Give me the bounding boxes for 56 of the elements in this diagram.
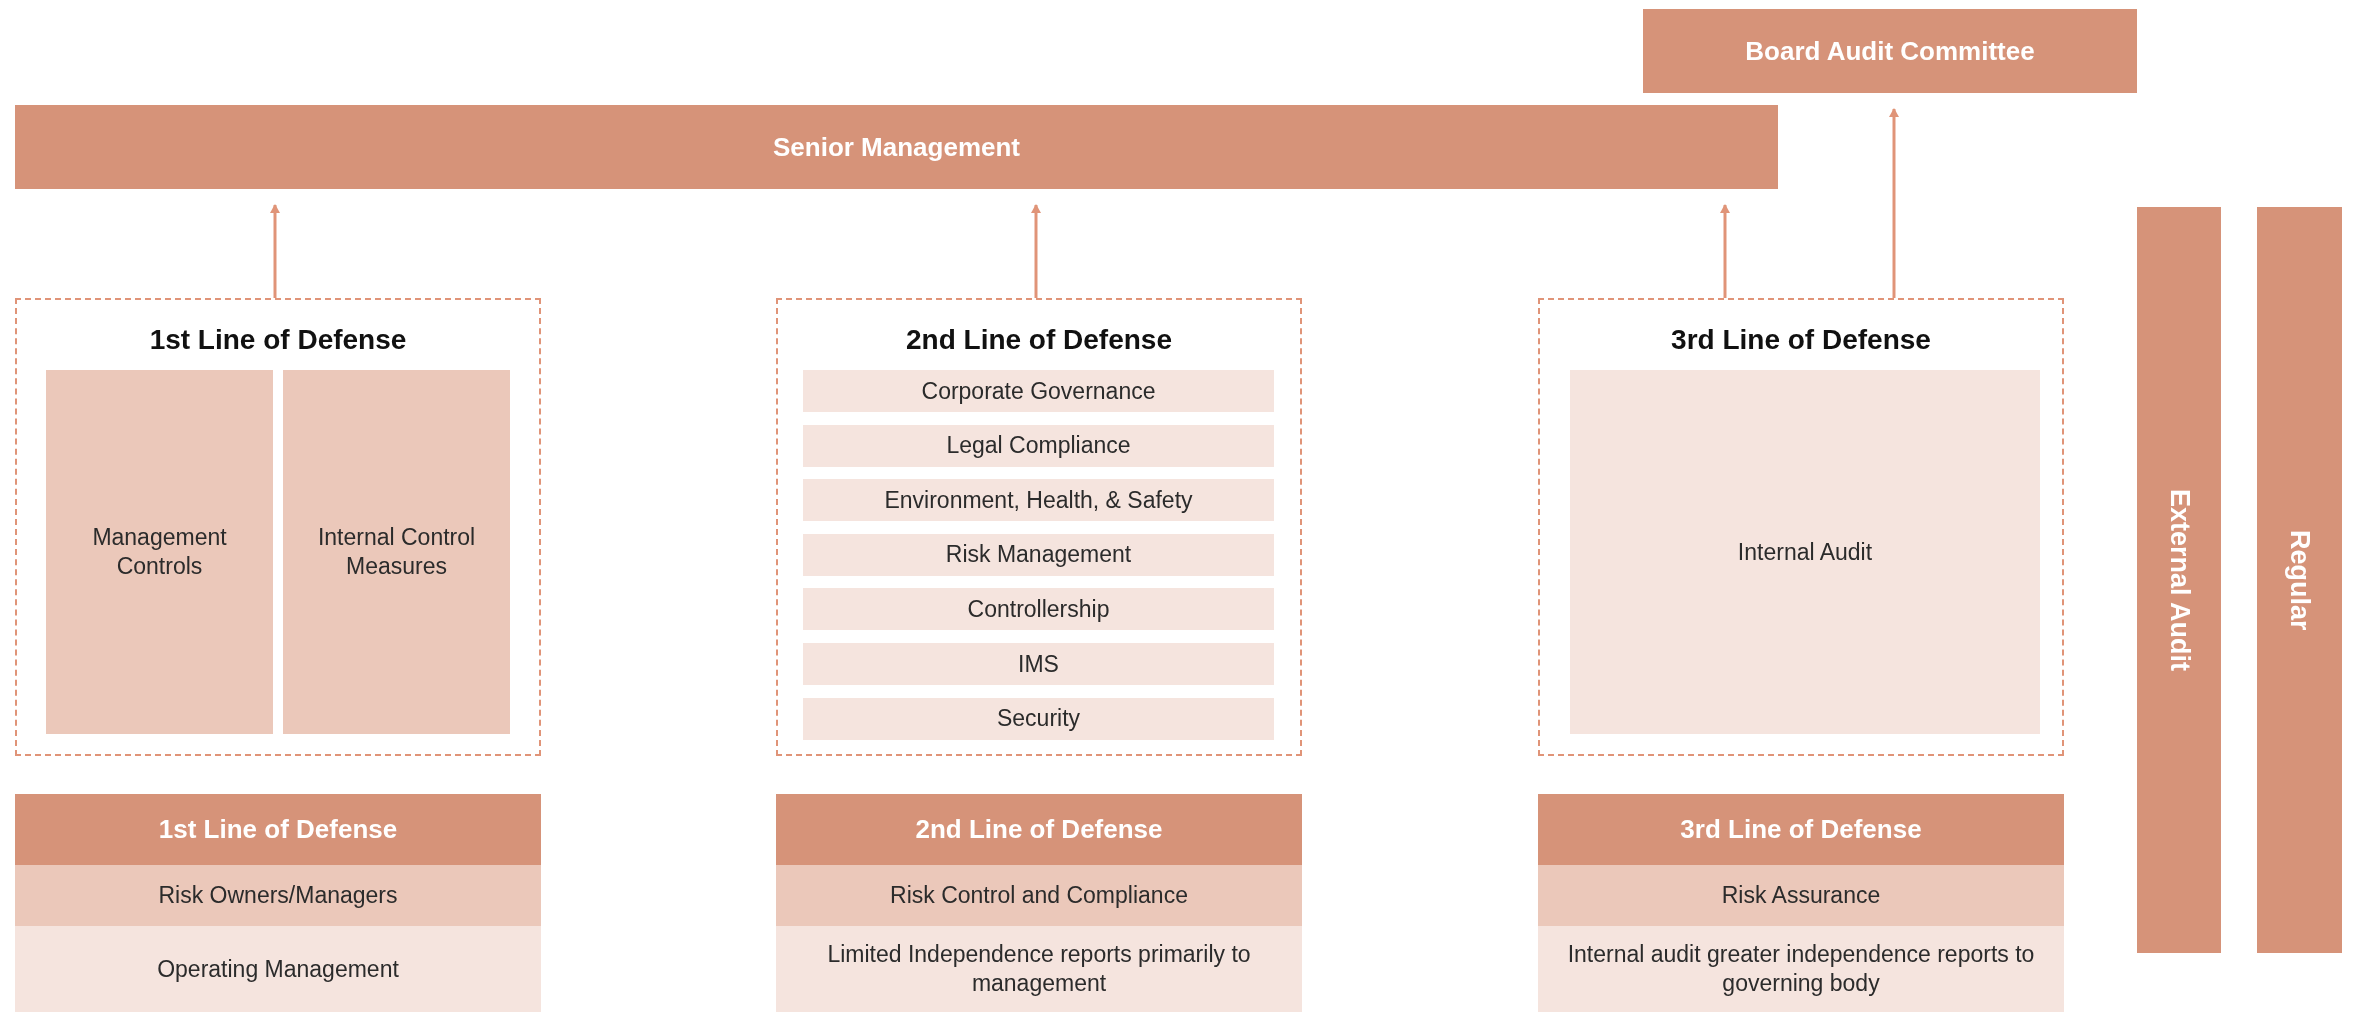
content-box: [803, 370, 1274, 412]
vertical-bar: [2257, 207, 2342, 953]
box-label: Security: [995, 704, 1082, 733]
box-label: Corporate Governance: [920, 376, 1157, 406]
group-heading: 2nd Line of Defense: [904, 323, 1173, 357]
box-label: Operating Management: [156, 954, 400, 984]
box-label: External Audit: [2163, 489, 2196, 671]
box-label: Internal Audit: [1736, 537, 1874, 567]
box-label: 3rd Line of Defense: [1679, 813, 1923, 846]
box-label: Risk Control and Compliance: [889, 881, 1189, 910]
arrow: [1031, 204, 1041, 298]
arrow: [270, 204, 280, 298]
group-heading: 3rd Line of Defense: [1670, 323, 1932, 357]
header-bar: [15, 105, 1778, 189]
box-label: Board Audit Committee: [1744, 34, 2036, 68]
content-box: [803, 588, 1274, 631]
content-box: [803, 697, 1274, 740]
content-box: [803, 643, 1274, 685]
dashed-group-frame: [15, 298, 541, 756]
group-heading: 1st Line of Defense: [148, 323, 408, 357]
box-label: Legal Compliance: [945, 431, 1132, 460]
content-box: [776, 926, 1302, 1012]
content-box: [15, 865, 541, 926]
content-box: [1538, 865, 2064, 926]
arrow: [1720, 204, 1730, 298]
header-bar: [15, 794, 541, 865]
content-box: [803, 479, 1274, 522]
box-label: Risk Assurance: [1720, 881, 1882, 910]
box-label: Risk Management: [944, 540, 1133, 570]
vertical-bar: [2137, 207, 2221, 953]
content-box: [1570, 370, 2040, 734]
box-label: 1st Line of Defense: [157, 813, 399, 846]
box-label: 2nd Line of Defense: [914, 813, 1164, 846]
box-label: Environment, Health, & Safety: [883, 485, 1194, 515]
content-box: [803, 533, 1274, 576]
header-bar: [1643, 9, 2137, 93]
content-box: [776, 865, 1302, 926]
dashed-group-frame: [776, 298, 1302, 756]
box-label: Management Controls: [91, 523, 228, 581]
box-label: Internal audit greater independence reports to governing body: [1566, 940, 2036, 998]
box-label: IMS: [1017, 649, 1060, 679]
content-box: [283, 370, 510, 734]
header-bar: [776, 794, 1302, 865]
arrow: [1889, 108, 1899, 298]
content-box: [803, 424, 1274, 467]
box-label: Controllership: [966, 595, 1111, 624]
content-box: [46, 370, 273, 734]
dashed-group-frame: [1538, 298, 2064, 756]
box-label: Limited Independence reports primarily to management: [826, 940, 1252, 998]
content-box: [15, 926, 541, 1012]
box-label: Senior Management: [771, 130, 1022, 164]
box-label: Regular: [2284, 529, 2317, 631]
box-label: Internal Control Measures: [316, 523, 477, 581]
box-label: Risk Owners/Managers: [157, 881, 399, 910]
header-bar: [1538, 794, 2064, 865]
content-box: [1538, 926, 2064, 1012]
